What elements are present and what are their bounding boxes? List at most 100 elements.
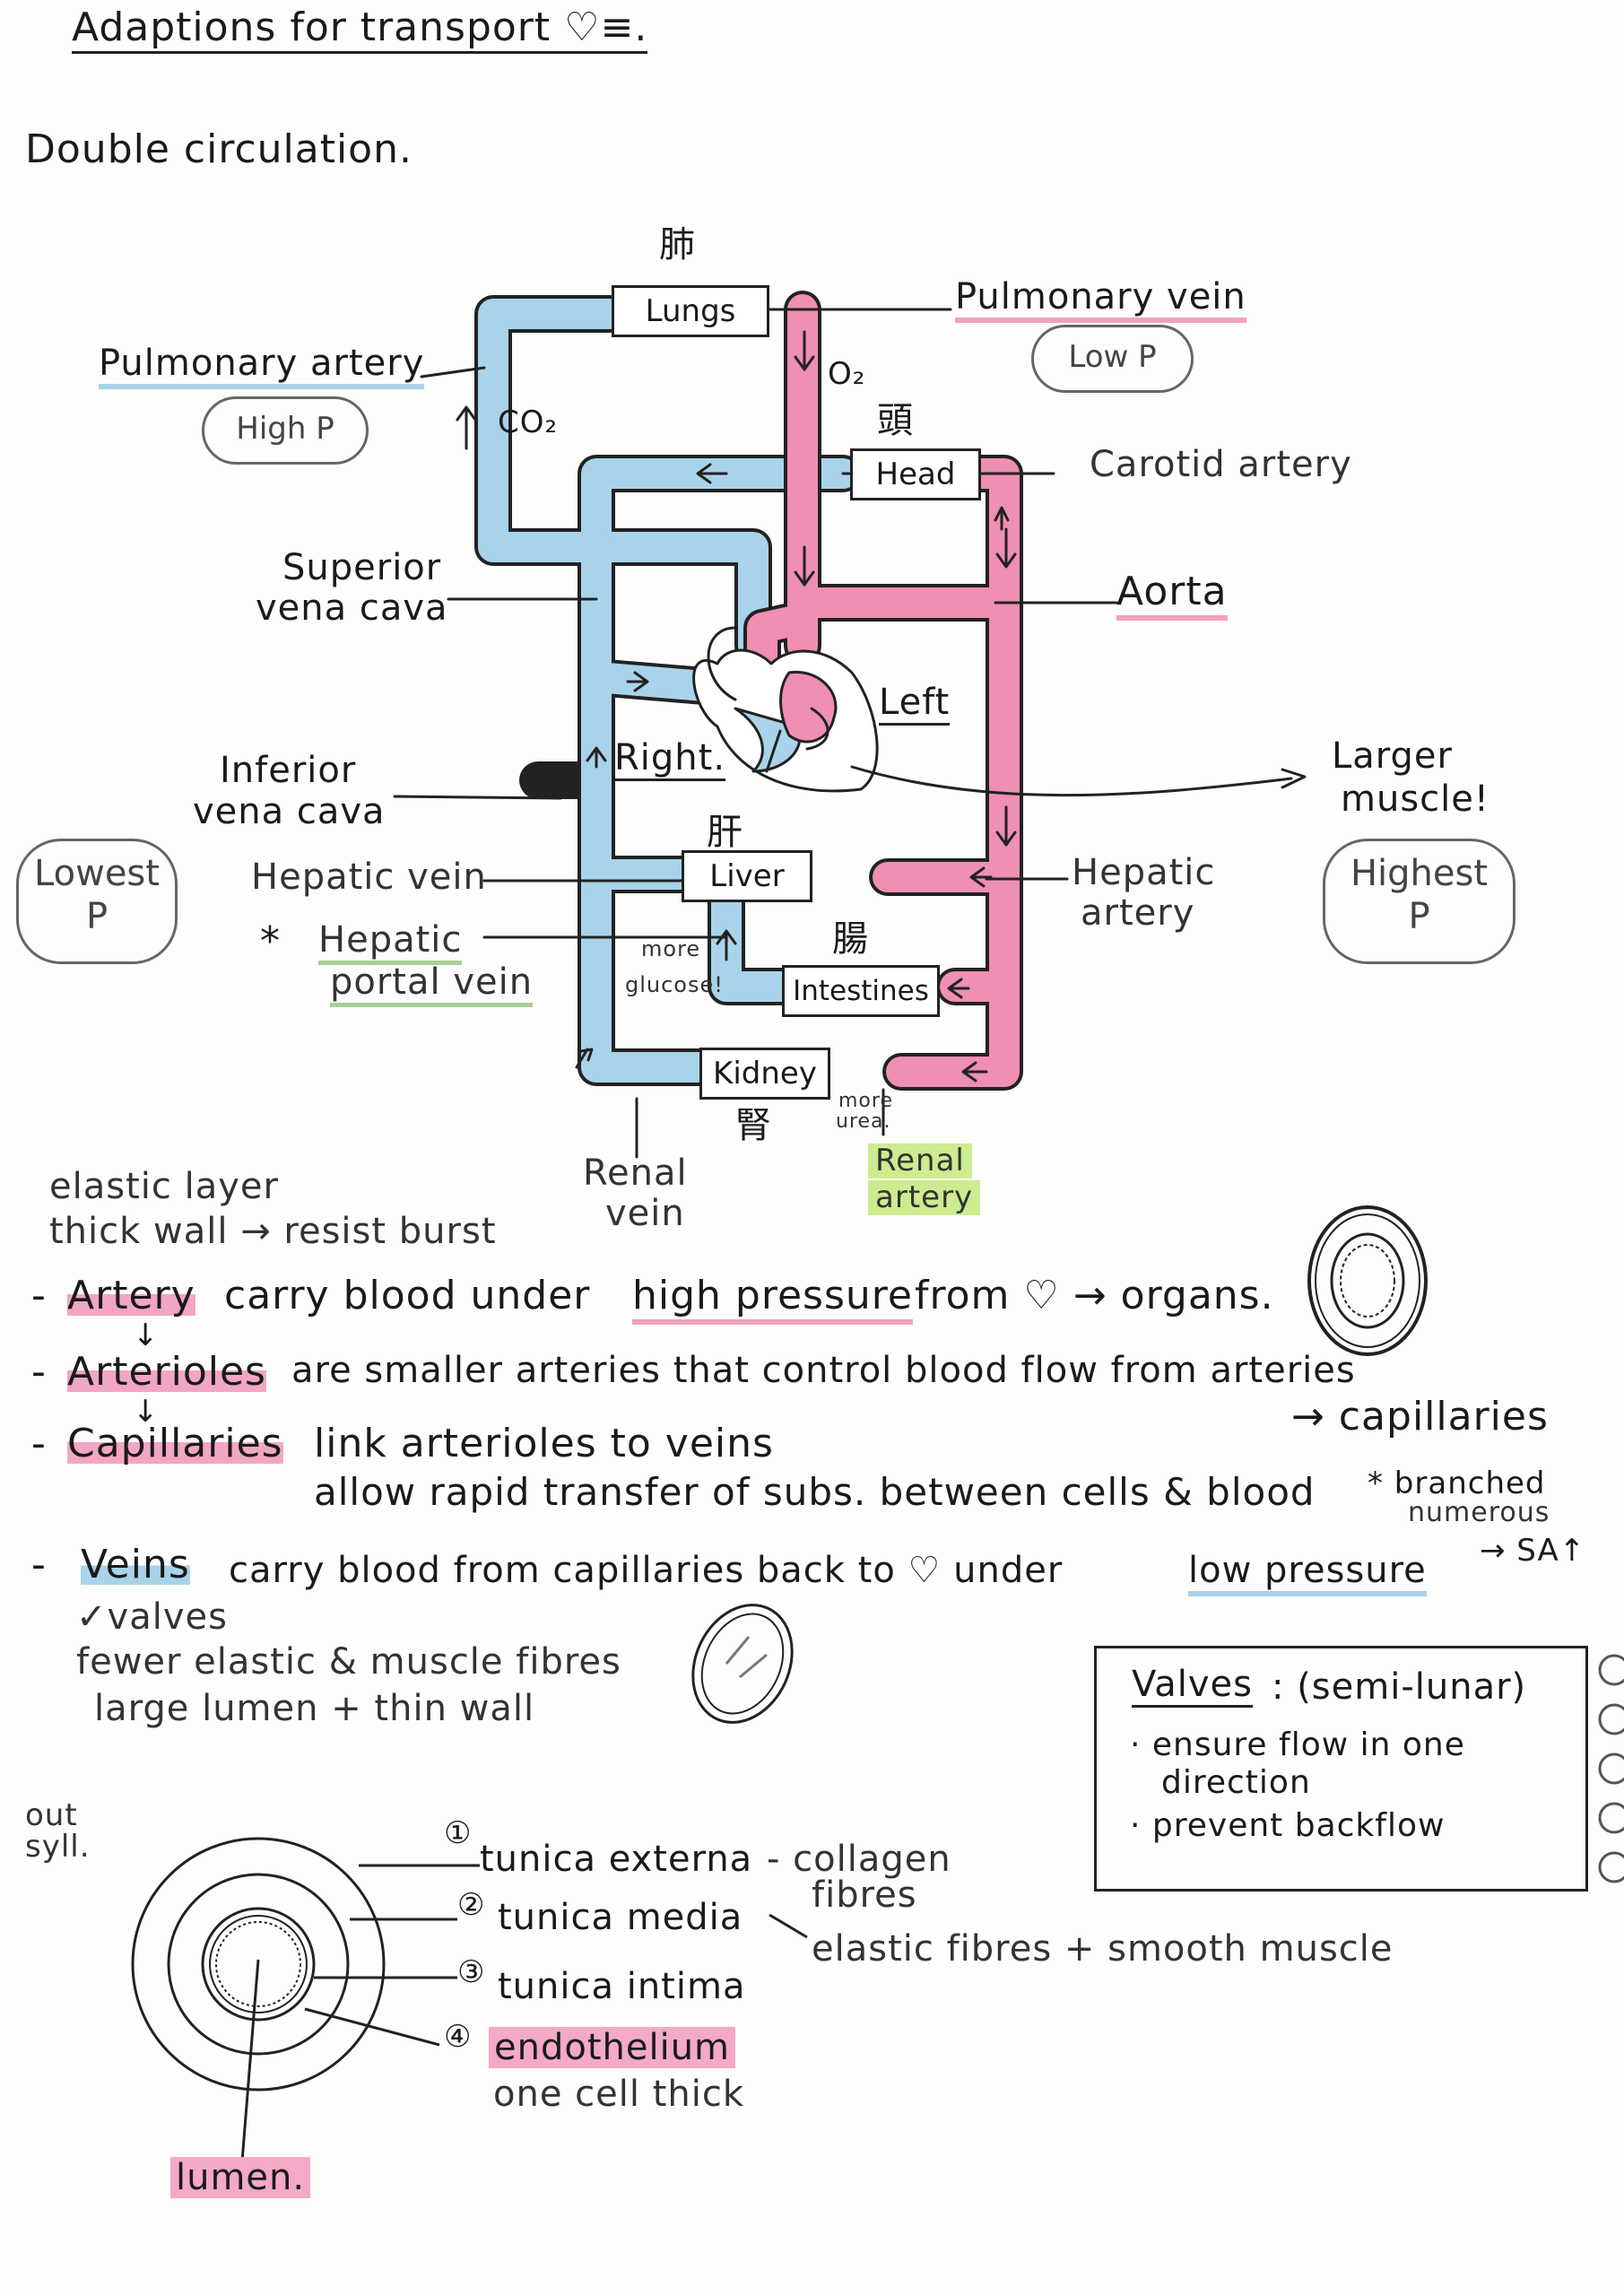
hepatic-portal-vein-label-2: portal vein xyxy=(330,961,534,1007)
numerous-note: numerous xyxy=(1408,1497,1550,1528)
vessel-layers-diagram xyxy=(131,1837,808,2162)
page-title: Adaptions for transport ♡≡. xyxy=(72,4,648,54)
renal-vein-label-2: vein xyxy=(605,1193,685,1234)
aorta-label: Aorta xyxy=(1116,569,1228,621)
artery-to-arteriole-arrow: ↓ xyxy=(133,1318,160,1353)
layer-2-number: ② xyxy=(457,1887,486,1923)
lowest-p-line-2: P xyxy=(85,896,109,937)
one-cell-thick-note: one cell thick xyxy=(493,2074,744,2115)
collagen-note-1: - collagen xyxy=(767,1839,951,1880)
flow-arrows xyxy=(456,330,1017,1083)
arterioles-bullet: - xyxy=(31,1349,47,1395)
more-urea-label-1: more xyxy=(838,1090,893,1112)
valves-point-1b: direction xyxy=(1161,1764,1311,1801)
collagen-note-2: fibres xyxy=(812,1874,917,1916)
arterioles-desc-2: → capillaries xyxy=(1291,1394,1549,1439)
arterioles-desc: are smaller arteries that control blood … xyxy=(291,1350,1356,1391)
inferior-vena-cava-label-2: vena cava xyxy=(193,791,386,832)
low-pressure-cloud: Low P xyxy=(1031,325,1194,393)
high-pressure-cloud: High P xyxy=(202,396,369,465)
heart xyxy=(692,626,879,793)
vein-cross-section xyxy=(691,1604,794,1724)
renal-vein-label-1: Renal xyxy=(583,1152,688,1194)
branched-note: * branched xyxy=(1368,1465,1546,1501)
superior-vena-cava-label-1: Superior xyxy=(282,547,442,588)
valves-title: Valves xyxy=(1132,1664,1254,1708)
layer-3-number: ③ xyxy=(457,1954,486,1990)
surface-area-note: → SA↑ xyxy=(1480,1533,1586,1569)
highest-pressure-cloud: Highest P xyxy=(1323,839,1515,964)
valves-semilunar: : (semi-lunar) xyxy=(1272,1666,1527,1708)
valves-point-1a: · ensure flow in one xyxy=(1130,1726,1465,1763)
tunica-externa-label: tunica externa xyxy=(480,1839,753,1880)
out-syllabus-1: out xyxy=(25,1797,78,1833)
renal-artery-label-1: Renal xyxy=(868,1143,972,1179)
artery-term: Artery xyxy=(67,1273,195,1319)
tunica-intima-label: tunica intima xyxy=(498,1966,746,2007)
hepatic-artery-label-1: Hepatic xyxy=(1072,852,1216,893)
veins-low-pressure: low pressure xyxy=(1188,1550,1427,1596)
right-side-label: Right. xyxy=(614,737,726,781)
capillaries-term: Capillaries xyxy=(67,1421,283,1467)
endothelium-label: endothelium xyxy=(489,2027,736,2068)
more-urea-label-2: urea. xyxy=(836,1110,891,1133)
tunica-media-label: tunica media xyxy=(498,1897,743,1938)
artery-desc-2: from ♡ → organs. xyxy=(915,1273,1274,1318)
head-char: 頭 xyxy=(877,400,914,441)
veins-desc-1: carry blood from capillaries back to ♡ u… xyxy=(229,1550,1064,1591)
large-lumen-note: large lumen + thin wall xyxy=(94,1688,535,1729)
intestines-box: Intestines xyxy=(782,965,940,1017)
capillaries-desc: link arterioles to veins xyxy=(314,1421,774,1466)
more-glucose-label-1: more xyxy=(641,936,701,961)
fewer-fibres-note: fewer elastic & muscle fibres xyxy=(76,1641,621,1683)
hepatic-portal-vein-label-1: Hepatic xyxy=(318,919,463,965)
layer-4-number: ④ xyxy=(444,2019,473,2055)
thick-wall-note: thick wall → resist burst xyxy=(49,1211,497,1252)
lungs-char: 肺 xyxy=(659,224,696,265)
left-side-label: Left xyxy=(879,682,951,726)
out-syllabus-2: syll. xyxy=(25,1829,91,1865)
capillaries-desc-2: allow rapid transfer of subs. between ce… xyxy=(314,1470,1316,1514)
kidney-box: Kidney xyxy=(699,1048,830,1100)
more-glucose-label-2: glucose! xyxy=(625,972,724,997)
liver-char: 肝 xyxy=(707,812,743,853)
highest-p-line-2: P xyxy=(1408,896,1430,937)
intestines-char: 腸 xyxy=(832,918,869,960)
pulmonary-artery-label: Pulmonary artery xyxy=(99,343,425,389)
kidney-char: 腎 xyxy=(735,1105,772,1146)
inferior-vena-cava-label-1: Inferior xyxy=(220,750,357,791)
larger-muscle-label-1: Larger xyxy=(1332,735,1453,777)
larger-muscle-label-2: muscle! xyxy=(1341,778,1489,820)
renal-artery-label-2: artery xyxy=(868,1179,981,1216)
veins-term: Veins xyxy=(81,1542,190,1588)
superior-vena-cava-label-2: vena cava xyxy=(256,587,448,629)
valves-point-2: · prevent backflow xyxy=(1130,1807,1446,1844)
hepatic-vein-label: Hepatic vein xyxy=(251,857,487,898)
veins-bullet: - xyxy=(31,1542,47,1587)
elastic-layer-note: elastic layer xyxy=(49,1166,279,1207)
lungs-box: Lungs xyxy=(612,285,769,337)
section-title: Double circulation. xyxy=(25,126,413,172)
co2-label: CO₂ xyxy=(498,404,559,440)
capillaries-bullet: - xyxy=(31,1421,47,1466)
lumen-label: lumen. xyxy=(170,2157,311,2198)
artery-desc-1: carry blood under xyxy=(224,1273,591,1318)
arterioles-term: Arterioles xyxy=(67,1349,266,1396)
lowest-pressure-cloud: Lowest P xyxy=(16,839,178,964)
artery-cross-section xyxy=(1307,1205,1428,1356)
elastic-fibres-note: elastic fibres + smooth muscle xyxy=(812,1928,1394,1970)
pulmonary-vein-label: Pulmonary vein xyxy=(955,276,1246,323)
artery-high-pressure: high pressure xyxy=(632,1273,913,1325)
liver-box: Liver xyxy=(682,850,812,902)
star-marker: * xyxy=(260,918,281,964)
valves-tick-note: ✓valves xyxy=(76,1596,228,1638)
o2-label: O₂ xyxy=(828,356,866,392)
valves-box xyxy=(1094,1646,1588,1892)
head-box: Head xyxy=(850,448,981,500)
artery-bullet: - xyxy=(31,1273,47,1318)
hepatic-artery-label-2: artery xyxy=(1081,892,1195,934)
lowest-p-line-1: Lowest xyxy=(34,853,160,894)
highest-p-line-1: Highest xyxy=(1350,853,1489,894)
layer-1-number: ① xyxy=(444,1815,473,1851)
